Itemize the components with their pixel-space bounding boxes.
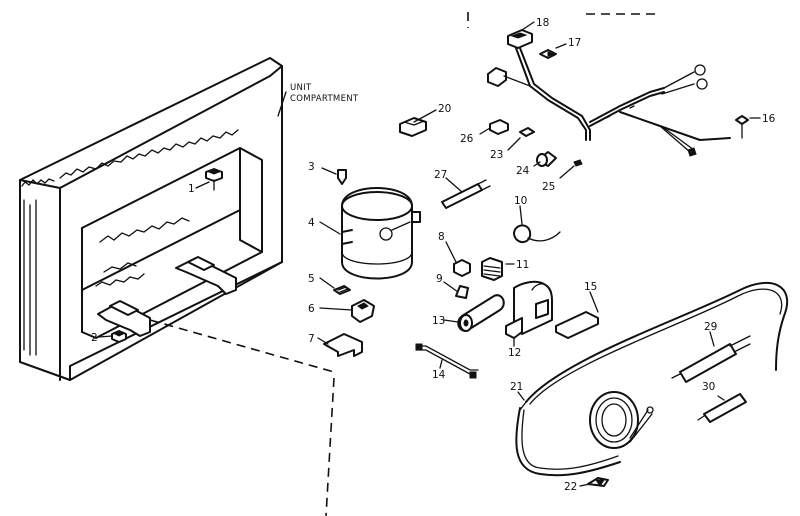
part-7-cover <box>323 333 363 357</box>
leader-27 <box>445 177 463 193</box>
part-25-screw <box>573 159 583 167</box>
callout-26: 26 <box>460 133 474 145</box>
callout-12: 12 <box>508 347 521 359</box>
part-5-clip <box>333 285 351 295</box>
dashed-line-bracket <box>149 319 335 373</box>
part-30-tube <box>703 393 747 423</box>
leader-7 <box>317 337 329 345</box>
dashed-line-bottom <box>325 377 335 516</box>
leader-17 <box>555 43 567 49</box>
leader-5 <box>319 277 335 289</box>
callout-4: 4 <box>308 217 315 229</box>
leader-18-top <box>521 21 535 31</box>
unit-label-line2: COMPARTMENT <box>290 94 359 104</box>
part-12-housing <box>513 280 553 335</box>
callout-15: 15 <box>584 281 597 293</box>
callout-23: 23 <box>490 149 503 161</box>
part-15-strap <box>555 311 599 339</box>
callout-5: 5 <box>308 273 315 285</box>
leader-unit <box>277 91 287 117</box>
part-14-wire <box>415 345 479 375</box>
part-23-clip <box>519 127 535 137</box>
callout-18: 18 <box>536 17 549 29</box>
leader-10 <box>519 205 523 225</box>
callout-17: 17 <box>568 37 581 49</box>
leader-20 <box>413 109 437 123</box>
callout-8: 8 <box>438 231 445 243</box>
leader-15 <box>589 291 599 313</box>
leader-26 <box>479 127 491 135</box>
callout-27: 27 <box>434 169 447 181</box>
unit-label-line1: UNIT <box>290 83 312 93</box>
leader-29 <box>709 331 715 347</box>
callout-1: 1 <box>188 183 195 195</box>
leader-22 <box>579 483 591 487</box>
callout-20: 20 <box>438 103 451 115</box>
part-8-clip <box>453 259 471 277</box>
callout-7: 7 <box>308 333 315 345</box>
leader-25 <box>559 165 575 179</box>
callout-10: 10 <box>514 195 527 207</box>
leader-21 <box>517 391 525 401</box>
leader-4 <box>319 221 341 235</box>
unit-compartment-frame <box>19 57 283 381</box>
leader-14 <box>439 359 443 369</box>
callout-9: 9 <box>436 273 443 285</box>
wiring-harness <box>487 29 731 157</box>
callout-6: 6 <box>308 303 315 315</box>
leader-6 <box>319 307 353 311</box>
callout-21: 21 <box>510 381 523 393</box>
callout-14: 14 <box>432 369 446 381</box>
leader-30 <box>717 395 725 401</box>
callout-2: 2 <box>91 332 98 344</box>
callout-22: 22 <box>564 481 577 493</box>
leader-2 <box>98 335 113 338</box>
part-3-screw <box>337 169 347 185</box>
callout-16: 16 <box>762 113 776 125</box>
part-9-clip <box>455 285 469 299</box>
callout-11: 11 <box>516 259 529 271</box>
part-26-clip <box>489 119 509 135</box>
leader-3 <box>321 167 337 175</box>
callout-3: 3 <box>308 161 315 173</box>
leader-13 <box>443 319 459 323</box>
leader-23 <box>507 137 521 151</box>
callout-29: 29 <box>704 321 717 333</box>
leader-1 <box>195 181 210 189</box>
callout-25: 25 <box>542 181 555 193</box>
leader-24 <box>533 161 541 167</box>
callout-24: 24 <box>516 165 530 177</box>
part-29-drier <box>679 343 737 383</box>
part-20-bracket <box>399 117 427 137</box>
callout-30: 30 <box>702 381 715 393</box>
leader-8 <box>445 241 457 263</box>
part-11-relay <box>481 257 503 281</box>
leader-9 <box>443 281 459 293</box>
part-27-tube <box>441 183 483 209</box>
part-10-grommet <box>513 224 532 243</box>
part-6-terminal <box>351 299 375 323</box>
capillary-assembly <box>515 281 789 477</box>
part-16-screw <box>735 115 749 125</box>
callout-13: 13 <box>432 315 445 327</box>
compressor <box>341 187 421 280</box>
